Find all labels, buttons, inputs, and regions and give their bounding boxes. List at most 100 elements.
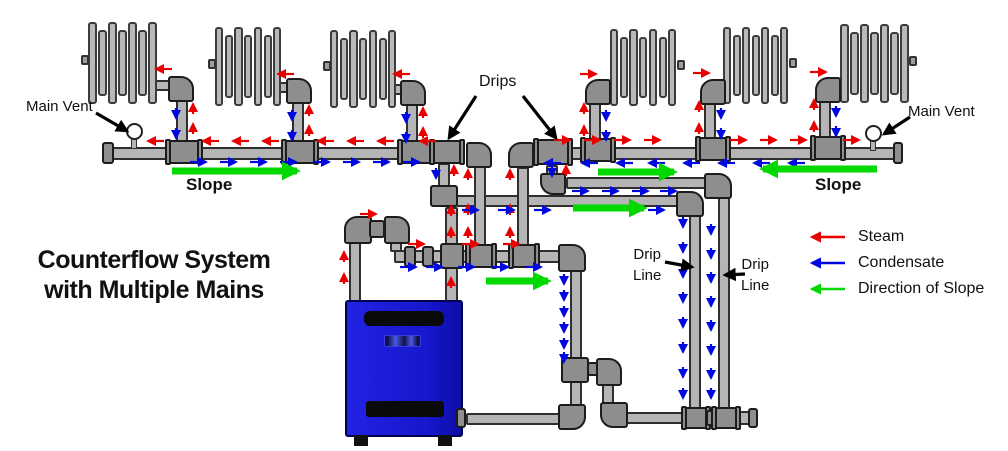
pipe-fitting	[165, 139, 203, 165]
radiator-section	[742, 27, 751, 104]
legend-arrow-icon	[809, 257, 845, 269]
pipe-fitting	[430, 185, 458, 207]
pipe-fitting	[585, 79, 611, 105]
legend-label: Steam	[858, 228, 905, 245]
annotation-arrow	[521, 95, 558, 141]
pipe-fitting	[440, 243, 464, 269]
pipe-fitting	[681, 406, 711, 430]
radiator-section	[890, 32, 899, 95]
radiator	[723, 27, 797, 104]
pipe-fitting	[676, 191, 704, 217]
pipe-fitting	[700, 79, 726, 105]
radiator	[610, 29, 685, 106]
annotation-arrow	[95, 111, 130, 133]
pipe-segment	[456, 195, 684, 207]
main-vent-valve-icon	[125, 123, 143, 140]
pipe-fitting	[704, 173, 732, 199]
radiator-section	[770, 35, 779, 96]
annotation-arrow	[881, 115, 911, 136]
radiator-section	[359, 38, 368, 100]
pipe-fitting	[558, 404, 586, 430]
pipe-fitting	[429, 139, 465, 165]
radiator	[208, 27, 283, 106]
radiator-section	[215, 27, 224, 106]
radiator	[323, 30, 398, 108]
pipe-fitting	[711, 406, 741, 430]
radiator-section	[860, 24, 869, 103]
pipe-fitting	[561, 357, 589, 383]
pipe-fitting	[810, 135, 846, 161]
radiator-valve-icon	[677, 59, 685, 70]
pipe-fitting	[815, 77, 841, 103]
boiler	[345, 300, 463, 446]
pipe-fitting	[533, 138, 573, 166]
radiator-section	[780, 27, 789, 104]
pipe-fitting	[168, 76, 194, 102]
pipe-fitting	[384, 216, 410, 244]
boiler-foot	[354, 435, 368, 446]
pipe-fitting	[344, 216, 372, 244]
label-drip-line-right: Drip Line	[741, 256, 770, 294]
radiator-section	[619, 37, 628, 98]
radiator-section	[88, 22, 97, 104]
pipe-fitting	[540, 173, 566, 195]
radiator-section	[128, 22, 137, 104]
boiler-foot	[438, 435, 452, 446]
pipe-fitting	[558, 244, 586, 272]
page-title: Counterflow System with Multiple Mains	[37, 246, 271, 304]
radiator-section	[368, 30, 378, 108]
legend-label: Direction of Slope	[858, 280, 985, 297]
pipe-segment	[466, 413, 560, 425]
pipe-fitting	[596, 358, 622, 386]
pipe-fitting	[466, 142, 492, 168]
radiator-section	[339, 38, 348, 100]
label-main-vent-right: Main Vent	[908, 103, 975, 120]
radiator-section	[658, 37, 667, 98]
boiler-grille	[366, 401, 444, 417]
pipe-fitting	[281, 139, 319, 165]
pipe-segment	[110, 147, 440, 160]
radiator-valve-icon	[789, 57, 797, 68]
pipe-segment	[349, 240, 361, 302]
label-drips: Drips	[479, 73, 517, 90]
radiator-section	[761, 27, 770, 104]
radiator-section	[98, 30, 107, 96]
legend-item: Condensate	[803, 254, 984, 272]
pipe-fitting	[508, 142, 534, 168]
legend-label: Condensate	[858, 254, 945, 271]
boiler-nameplate	[384, 335, 421, 347]
radiator	[81, 22, 158, 104]
radiator-section	[629, 29, 638, 106]
radiator-section	[244, 35, 253, 98]
pipe-fitting	[404, 246, 416, 267]
pipe-segment	[718, 197, 730, 411]
pipe-segment	[570, 270, 582, 408]
radiator-section	[118, 30, 127, 96]
label-slope-right: Slope	[815, 175, 862, 194]
radiator-section	[751, 35, 760, 96]
radiator-section	[148, 22, 157, 104]
radiator-section	[378, 38, 387, 100]
legend-arrow-icon	[809, 231, 845, 243]
radiator-section	[900, 24, 909, 103]
radiator-valve-icon	[81, 54, 89, 65]
label-slope-left: Slope	[186, 175, 233, 194]
pipe-fitting	[397, 139, 435, 165]
radiator-section	[138, 30, 147, 96]
pipe-fitting	[286, 78, 312, 104]
radiator	[840, 24, 917, 103]
radiator-section	[234, 27, 243, 106]
radiator-section	[668, 29, 677, 106]
label-drip-line-left: Drip Line	[633, 246, 662, 284]
pipe-fitting	[893, 142, 903, 164]
pipe-fitting	[465, 243, 497, 269]
radiator-valve-icon	[208, 58, 216, 69]
legend-item: Steam	[803, 228, 984, 246]
pipe-fitting	[600, 402, 628, 428]
radiator-section	[224, 35, 233, 98]
pipe-segment	[474, 165, 486, 247]
label-main-vent-left: Main Vent	[26, 98, 93, 115]
pipe-fitting	[102, 142, 114, 164]
